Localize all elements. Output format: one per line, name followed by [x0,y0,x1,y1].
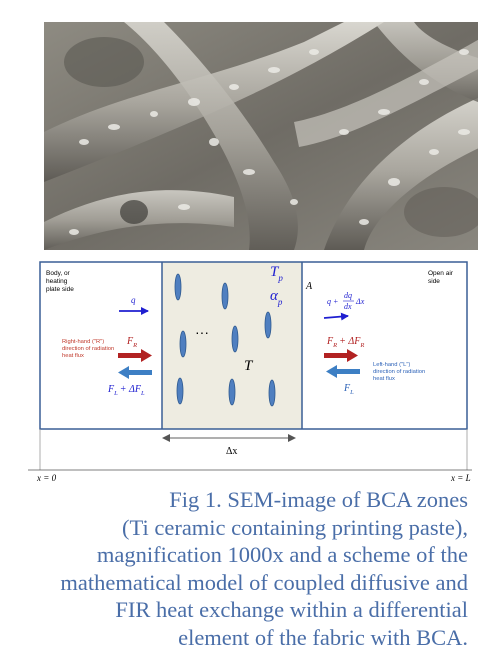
fl-right-arrow [326,365,360,378]
caption-line: mathematical model of coupled diffusive … [60,569,468,595]
fl-right-label: FL [343,383,354,396]
fl-left-label: FL+ ΔFL [107,384,145,397]
particle [174,273,182,301]
particle [221,282,229,310]
right-hand-note: Right-hand ("R") direction of radiation … [62,339,116,359]
particle [179,330,187,358]
caption-line: FIR heat exchange within a differential [115,597,468,622]
ellipsis: ··· [195,324,209,340]
temperature-label: T [244,358,254,374]
alpha-particle-label: αp [270,288,283,307]
svg-text:Δx: Δx [355,297,365,306]
particle [228,378,236,406]
svg-text:q +: q + [327,297,338,306]
area-label: A [305,281,313,292]
caption-line: Fig 1. SEM-image of BCA zones [169,487,468,512]
left-side-label: Body, or heating plate side [46,270,74,293]
particle [268,379,276,407]
fr-right-arrow [324,349,358,362]
caption-line: (Ti ceramic containing printing paste), [122,514,468,540]
q-right-label: q + dq dx Δx [327,291,365,311]
sem-image [44,22,478,250]
left-hand-note: Left-hand ("L") direction of radiation h… [373,362,427,382]
fr-left-arrow [118,349,152,362]
figure-caption: Fig 1. SEM-image of BCA zones (Ti cerami… [8,486,468,651]
fabric-box [39,261,468,430]
q-left-label: q [131,295,136,305]
svg-text:dx: dx [344,302,352,311]
dx-label: Δx [226,446,237,457]
right-side-label: Open air side [428,270,455,285]
fl-left-arrow [118,366,152,379]
fr-right-label: FR+ ΔFR [326,336,364,349]
svg-text:dq: dq [344,291,352,300]
xl-label: x = L [450,473,471,483]
caption-line: element of the fabric with BCA. [178,624,468,650]
bca-particles [174,273,276,407]
fr-left-label: FR [126,336,137,349]
particle [176,377,184,405]
temperature-particle-label: Tp [270,264,283,283]
q-right-arrow [323,312,349,321]
particle [264,311,272,339]
caption-line: magnification 1000x and a scheme of the [96,542,468,567]
x0-label: x = 0 [36,473,57,483]
particle [231,325,239,353]
